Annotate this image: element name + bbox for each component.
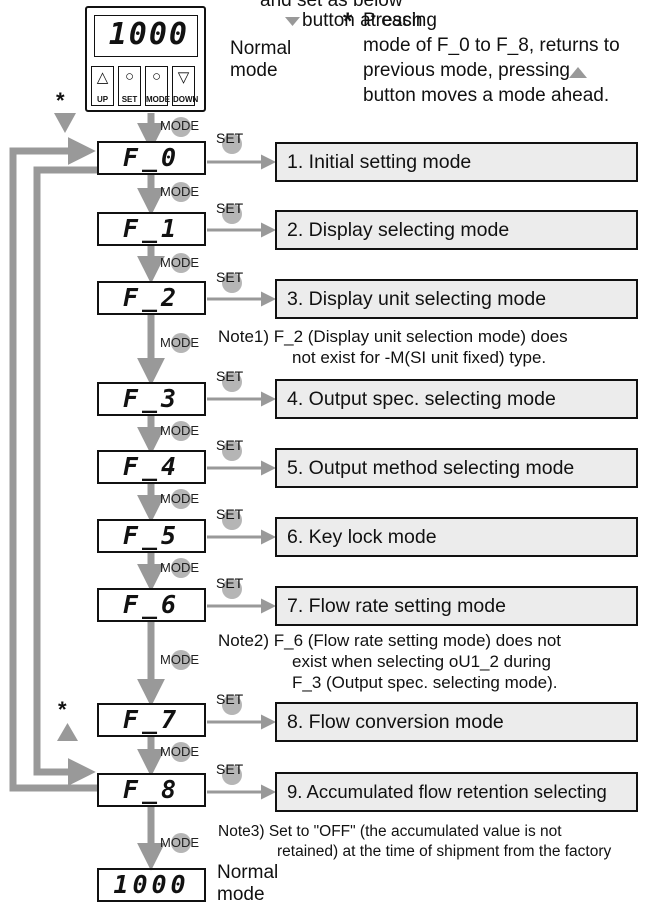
mode-key-label: MODE (160, 423, 199, 438)
star-down: * (56, 88, 65, 113)
normal-mode-label-top-2: mode (230, 60, 278, 81)
mode-key-label: MODE (160, 835, 199, 850)
normal-mode-label-bottom-2: mode (217, 884, 265, 905)
mode-box-5: 5. Output method selecting mode (275, 448, 638, 488)
set-key-label: SET (216, 761, 244, 777)
down-button[interactable]: ▽DOWN (172, 66, 198, 106)
mode-box-7: 7. Flow rate setting mode (275, 586, 638, 626)
up-triangle-icon (57, 723, 78, 741)
set-button[interactable]: ○SET (118, 66, 141, 106)
display-f3: F_3 (97, 382, 206, 416)
final-display: 1000 (97, 868, 206, 902)
set-key-label: SET (216, 575, 244, 591)
display-f5: F_5 (97, 519, 206, 553)
footnote-line-4: button moves a mode ahead. (363, 85, 610, 106)
device-panel (85, 6, 206, 112)
set-key-label: SET (216, 200, 244, 216)
mode-box-3: 3. Display unit selecting mode (275, 279, 638, 319)
footnote-line-1b: button at each (302, 10, 423, 31)
note2-line3: F_3 (Output spec. selecting mode). (292, 673, 558, 692)
footnote-line-1a: Pressing (363, 10, 437, 31)
display-f4: F_4 (97, 450, 206, 484)
down-triangle-icon (54, 113, 76, 133)
down-icon: ▽ (177, 69, 190, 86)
set-key-label: SET (216, 506, 244, 522)
mode-key-label: MODE (160, 255, 199, 270)
mode-key-label: MODE (160, 744, 199, 759)
set-key-label: SET (216, 269, 244, 285)
footnote-down-icon (285, 17, 300, 26)
note1-line1: Note1) F_2 (Display unit selection mode)… (218, 327, 568, 346)
mode-key-label: MODE (160, 118, 199, 133)
display-f6: F_6 (97, 588, 206, 622)
normal-mode-label-bottom: Normal (217, 862, 279, 883)
mode-icon: ○ (151, 68, 162, 85)
mode-box-8: 8. Flow conversion mode (275, 702, 638, 742)
set-key-label: SET (216, 437, 244, 453)
device-display: 1000 (94, 15, 198, 57)
display-f0: F_0 (97, 141, 206, 175)
display-f7: F_7 (97, 703, 206, 737)
footnote-line-2: mode of F_0 to F_8, returns to (363, 35, 620, 56)
mode-box-9: 9. Accumulated flow retention selecting (275, 772, 638, 812)
mode-key-label: MODE (160, 184, 199, 199)
normal-mode-label-top: Normal (230, 38, 292, 59)
mode-box-6: 6. Key lock mode (275, 517, 638, 557)
footnote-line-3: previous mode, pressing (363, 60, 570, 81)
footnote-up-icon (569, 67, 587, 78)
set-key-label: SET (216, 691, 244, 707)
set-icon: ○ (124, 68, 135, 85)
display-f8: F_8 (97, 773, 206, 807)
mode-key-label: MODE (160, 652, 199, 667)
mode-button[interactable]: ○MODE (145, 66, 170, 106)
note3-line1: Note3) Set to "OFF" (the accumulated val… (218, 823, 562, 840)
set-key-label: SET (216, 130, 244, 146)
mode-key-label: MODE (160, 560, 199, 575)
intro-text: and set as below (260, 0, 403, 11)
up-button[interactable]: △UP (91, 66, 114, 106)
mode-box-2: 2. Display selecting mode (275, 210, 638, 250)
display-f2: F_2 (97, 281, 206, 315)
set-key-label: SET (216, 368, 244, 384)
mode-box-1: 1. Initial setting mode (275, 142, 638, 182)
note2-line2: exist when selecting oU1_2 during (292, 652, 551, 671)
note3-line2: retained) at the time of shipment from t… (277, 843, 612, 860)
mode-key-label: MODE (160, 335, 199, 350)
note2-line1: Note2) F_6 (Flow rate setting mode) does… (218, 631, 561, 650)
footnote-star: * (343, 8, 353, 35)
mode-box-4: 4. Output spec. selecting mode (275, 379, 638, 419)
mode-key-label: MODE (160, 491, 199, 506)
up-icon: △ (96, 69, 109, 86)
display-f1: F_1 (97, 212, 206, 246)
note1-line2: not exist for -M(SI unit fixed) type. (292, 348, 547, 367)
star-up: * (58, 697, 67, 722)
